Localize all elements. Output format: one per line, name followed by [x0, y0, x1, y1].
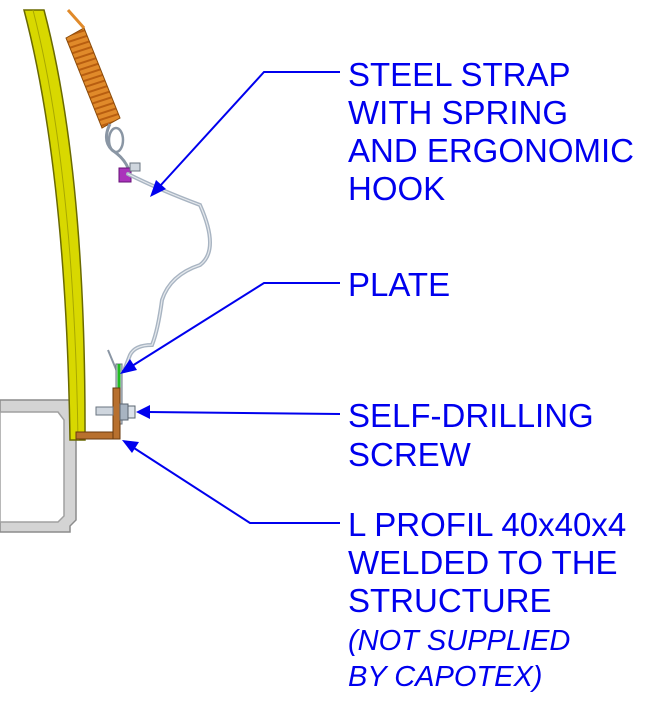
steel-strap	[123, 172, 212, 370]
label-screw-line-1: SELF-DRILLING	[348, 397, 594, 434]
self-drilling-screw	[95, 403, 136, 421]
label-steel-strap: STEEL STRAP WITH SPRING AND ERGONOMIC HO…	[348, 56, 643, 207]
label-profile-note-line-1: (NOT SUPPLIED	[348, 625, 570, 657]
label-screw-line-2: SCREW	[348, 436, 472, 473]
curved-frame-bar	[23, 9, 86, 441]
label-profile-line-1: L PROFIL 40x40x4	[348, 506, 626, 543]
label-profile-line-2: WELDED TO THE	[348, 544, 618, 581]
label-steel-strap-line-3: AND ERGONOMIC	[348, 132, 634, 169]
steel-beam	[0, 399, 77, 533]
label-plate-line-1: PLATE	[348, 266, 450, 303]
leader-profile	[122, 440, 340, 524]
label-steel-strap-line-1: STEEL STRAP	[348, 56, 570, 93]
spring-hook	[105, 123, 130, 169]
label-steel-strap-line-4: HOOK	[348, 170, 445, 207]
label-steel-strap-line-2: WITH SPRING	[348, 94, 568, 131]
leader-plate	[120, 282, 340, 374]
label-profile-note-line-2: BY CAPOTEX)	[348, 661, 542, 693]
label-profile: L PROFIL 40x40x4 WELDED TO THE STRUCTURE	[348, 506, 635, 619]
spring	[65, 9, 121, 129]
leader-steel-strap	[150, 71, 340, 197]
label-profile-note: (NOT SUPPLIED BY CAPOTEX)	[348, 625, 578, 693]
label-profile-line-3: STRUCTURE	[348, 582, 552, 619]
label-plate: PLATE	[348, 266, 450, 303]
leader-screw	[136, 405, 341, 419]
label-screw: SELF-DRILLING SCREW	[348, 397, 603, 473]
